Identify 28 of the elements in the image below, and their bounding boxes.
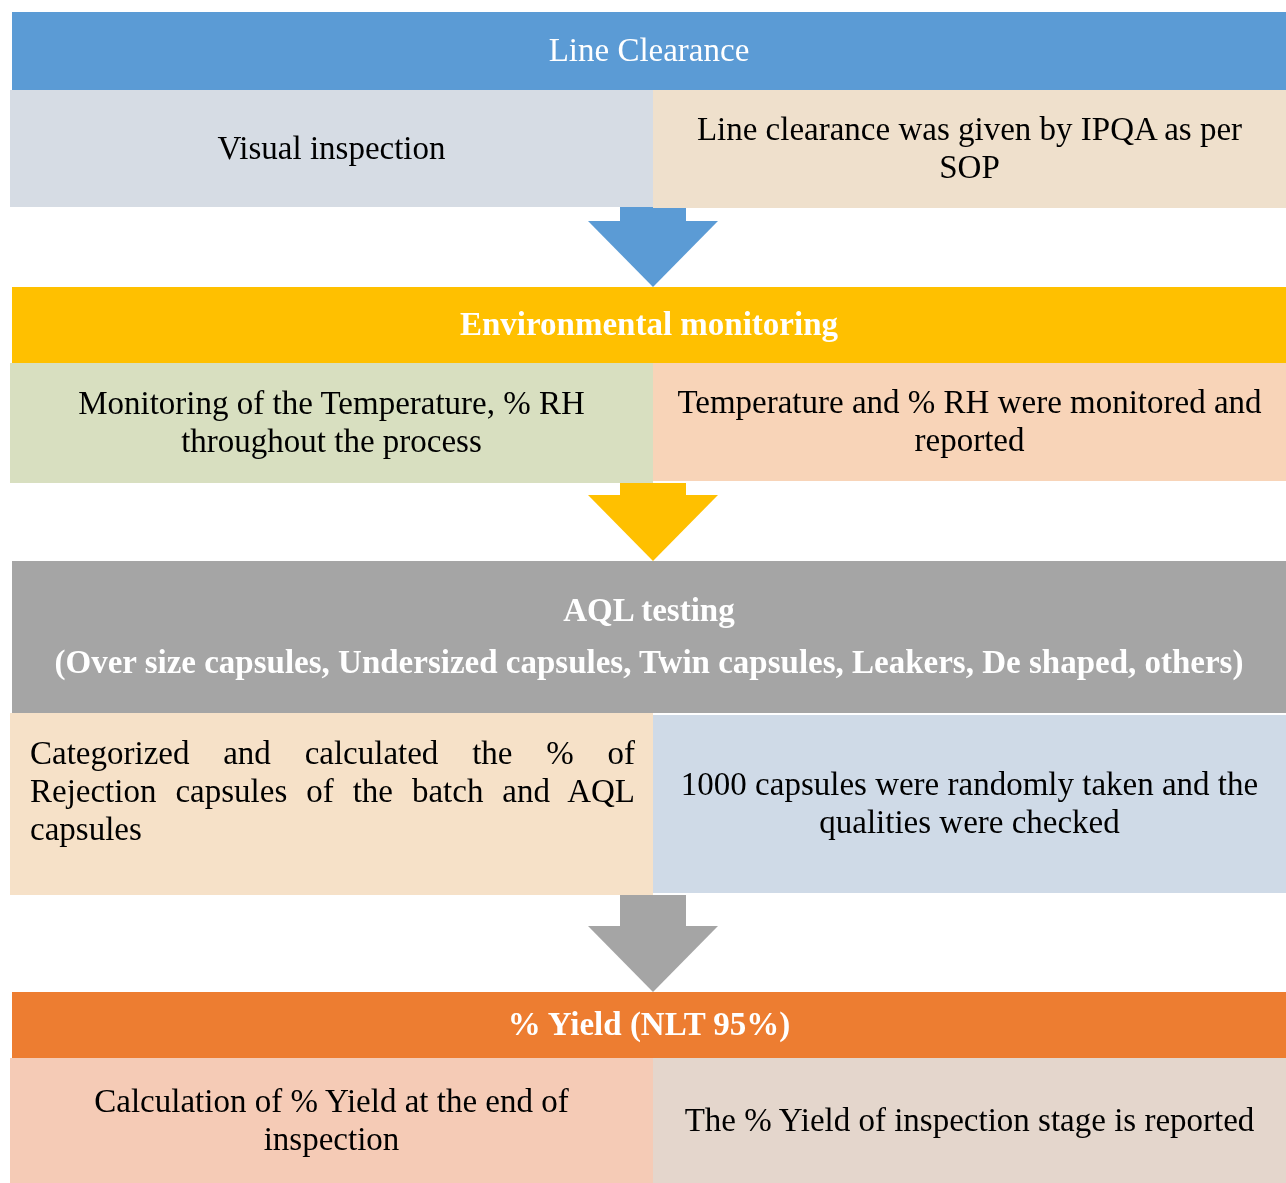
down-arrow [588, 483, 718, 561]
stage-title: Line Clearance [548, 32, 750, 70]
step-box [10, 1058, 653, 1183]
stage-header-band [12, 992, 1286, 1058]
step-box [10, 363, 653, 483]
down-arrow [588, 895, 718, 992]
step-text: Line clearance was given by IPQA as per SOP [695, 111, 1244, 187]
stage-note: (Over size capsules, Undersized capsules, Twin capsules, Leakers, De shaped, others) [54, 644, 1244, 682]
stage-title: Environmental monitoring [460, 306, 838, 344]
stage-header-band [12, 561, 1286, 713]
step-text: The % Yield of inspection stage is reported [684, 1101, 1255, 1140]
step-text: Temperature and % RH were monitored and reported [677, 384, 1262, 460]
step-text: Visual inspection [217, 129, 446, 168]
step-box [653, 715, 1286, 893]
stage-title: % Yield (NLT 95%) [507, 1006, 791, 1044]
step-text: 1000 capsules were randomly taken and the qualities were checked [679, 766, 1260, 842]
step-box [653, 1058, 1286, 1183]
step-box [10, 713, 653, 895]
step-box [653, 363, 1286, 481]
step-text: Categorized and calculated the % of Rejection capsules of the batch and AQL capsules [30, 735, 635, 849]
step-text: Calculation of % Yield at the end of inspection [93, 1082, 570, 1159]
down-arrow [588, 207, 718, 287]
stage-header-band [12, 287, 1286, 363]
stage-header-band [12, 12, 1286, 90]
step-box [10, 90, 653, 207]
stage-title: AQL testing [563, 592, 735, 630]
step-box [653, 90, 1286, 208]
step-text: Monitoring of the Temperature, % RH throughout the process [77, 385, 586, 461]
